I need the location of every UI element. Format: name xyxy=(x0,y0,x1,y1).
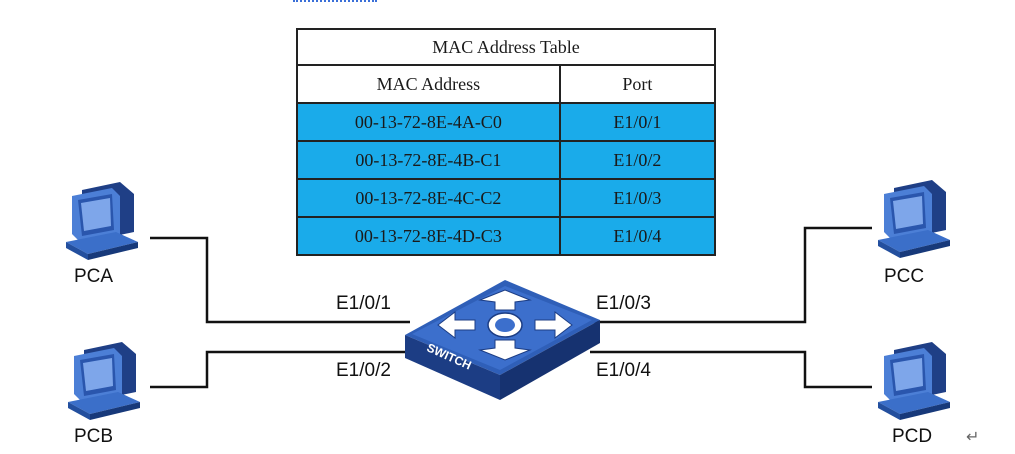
column-header-port: Port xyxy=(558,64,717,104)
port-label-e1-0-3: E1/0/3 xyxy=(596,293,651,314)
header-link-underline xyxy=(293,0,377,2)
port-label-e1-0-4: E1/0/4 xyxy=(596,360,651,381)
return-arrow-icon: ↵ xyxy=(966,427,980,446)
mac-address-table: MAC Address Table MAC Address Port 00-13… xyxy=(296,28,717,256)
pcb-label: PCB xyxy=(74,426,114,447)
table-row: 00-13-72-8E-4B-C1 E1/0/2 xyxy=(296,140,717,180)
table-row: 00-13-72-8E-4A-C0 E1/0/1 xyxy=(296,102,717,142)
pcd-computer-icon xyxy=(878,342,950,420)
link-pcc xyxy=(590,226,872,324)
mac-cell: 00-13-72-8E-4C-C2 xyxy=(296,178,561,218)
port-cell: E1/0/2 xyxy=(558,140,717,180)
mac-cell: 00-13-72-8E-4B-C1 xyxy=(296,140,561,180)
port-label-e1-0-1: E1/0/1 xyxy=(336,293,391,314)
pca-computer-icon xyxy=(66,182,138,260)
network-switch-icon: SWITCH xyxy=(405,280,600,400)
table-title: MAC Address Table xyxy=(296,28,716,66)
port-cell: E1/0/4 xyxy=(558,216,717,256)
link-pca xyxy=(150,236,410,324)
column-header-mac: MAC Address xyxy=(296,64,561,104)
pcc-label: PCC xyxy=(884,266,925,287)
pcc-computer-icon xyxy=(878,180,950,258)
port-cell: E1/0/3 xyxy=(558,178,717,218)
pca-label: PCA xyxy=(74,266,114,287)
table-row: 00-13-72-8E-4C-C2 E1/0/3 xyxy=(296,178,717,218)
port-cell: E1/0/1 xyxy=(558,102,717,142)
pcb-computer-icon xyxy=(68,342,140,420)
pcd-label: PCD xyxy=(892,426,933,447)
link-pcb xyxy=(150,350,410,389)
mac-cell: 00-13-72-8E-4A-C0 xyxy=(296,102,561,142)
port-label-e1-0-2: E1/0/2 xyxy=(336,360,391,381)
mac-cell: 00-13-72-8E-4D-C3 xyxy=(296,216,561,256)
table-row: 00-13-72-8E-4D-C3 E1/0/4 xyxy=(296,216,717,256)
link-pcd xyxy=(590,350,872,389)
